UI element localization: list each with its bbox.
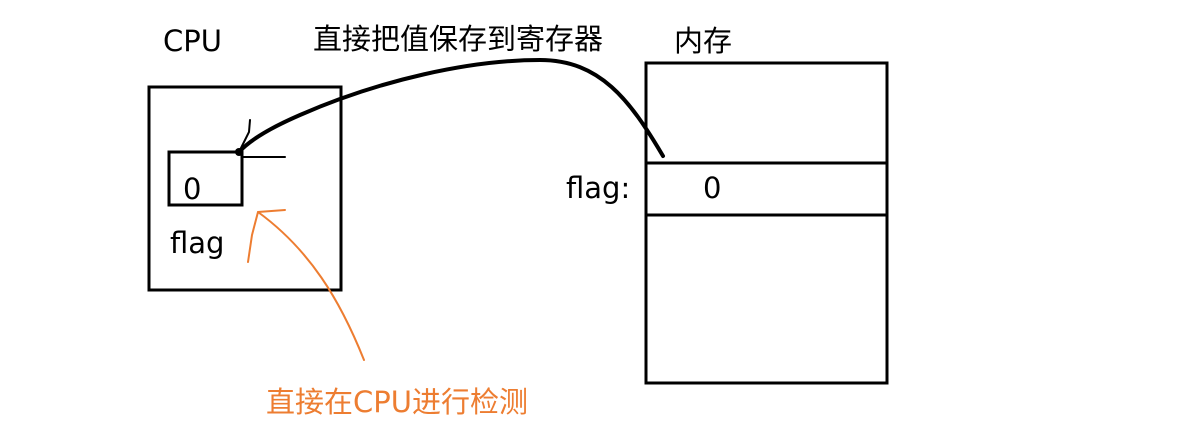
register-connection-dot xyxy=(235,148,243,156)
save-to-register-label: 直接把值保存到寄存器 xyxy=(313,22,603,56)
cpu-flag-value: 0 xyxy=(183,172,201,206)
detect-arrow-curve xyxy=(257,211,365,361)
cpu-flag-label: flag xyxy=(170,226,224,260)
arrowhead-vertical-stroke xyxy=(239,119,251,151)
copy-to-register-curve xyxy=(237,57,665,158)
detect-arrowhead xyxy=(247,209,286,263)
cpu-box xyxy=(147,85,343,292)
memory-flag-value: 0 xyxy=(703,171,721,205)
memory-box xyxy=(644,61,889,385)
memory-flag-label: flag: xyxy=(566,171,630,205)
cpu-register-box xyxy=(167,150,244,207)
memory-title: 内存 xyxy=(674,24,732,58)
cpu-title: CPU xyxy=(163,24,222,58)
detect-in-cpu-label: 直接在CPU进行检测 xyxy=(266,385,528,419)
